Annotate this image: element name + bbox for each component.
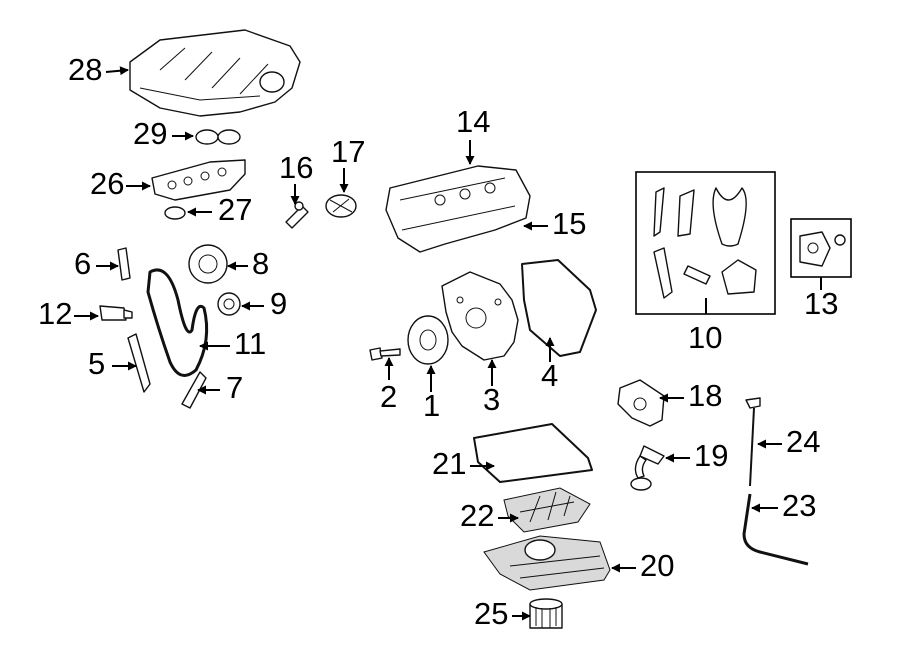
intake-manifold-part[interactable] bbox=[129, 29, 301, 117]
callout-23: 23 bbox=[782, 488, 816, 523]
callout-8: 8 bbox=[252, 246, 269, 281]
oil-pickup-tube-part[interactable] bbox=[630, 445, 665, 491]
callout-25: 25 bbox=[474, 596, 508, 631]
chain-guide-lower-part[interactable] bbox=[127, 333, 151, 393]
callout-5: 5 bbox=[88, 346, 105, 381]
idler-pulley-part[interactable] bbox=[217, 292, 241, 316]
callout-27: 27 bbox=[218, 192, 252, 227]
valve-cover-part[interactable] bbox=[385, 165, 531, 253]
oil-pan-gasket-part[interactable] bbox=[473, 423, 593, 483]
callout-22: 22 bbox=[460, 498, 494, 533]
leader-lines bbox=[74, 66, 822, 621]
callout-20: 20 bbox=[640, 548, 674, 583]
timing-cover-gasket-part[interactable] bbox=[521, 259, 597, 357]
oil-baffle-part[interactable] bbox=[503, 487, 591, 533]
tensioner-arm-part[interactable] bbox=[181, 371, 207, 409]
callout-26: 26 bbox=[90, 166, 124, 201]
callout-13: 13 bbox=[804, 286, 838, 321]
callout-7: 7 bbox=[226, 370, 243, 405]
callout-2: 2 bbox=[380, 379, 397, 414]
callout-6: 6 bbox=[74, 246, 91, 281]
chain-guide-upper-part[interactable] bbox=[117, 247, 131, 281]
chain-tensioner-part[interactable] bbox=[99, 305, 133, 321]
timing-chain-part[interactable] bbox=[146, 268, 209, 377]
callout-9: 9 bbox=[270, 286, 287, 321]
callout-10: 10 bbox=[688, 320, 722, 355]
callout-16: 16 bbox=[279, 150, 313, 185]
timing-cover-part[interactable] bbox=[441, 271, 519, 361]
callout-3: 3 bbox=[483, 382, 500, 417]
callout-11: 11 bbox=[234, 326, 266, 361]
dipstick-part[interactable] bbox=[745, 397, 761, 487]
oil-pan-part[interactable] bbox=[483, 535, 611, 591]
sensor-part[interactable] bbox=[285, 201, 309, 229]
manifold-plate-part[interactable] bbox=[151, 159, 246, 201]
callout-12: 12 bbox=[38, 296, 72, 331]
oil-cap-part[interactable] bbox=[325, 194, 357, 218]
callout-17: 17 bbox=[331, 134, 365, 169]
callout-21: 21 bbox=[432, 446, 466, 481]
camshaft-sprocket-part[interactable] bbox=[188, 244, 228, 284]
gasket-kit-part[interactable] bbox=[653, 187, 757, 299]
callout-4: 4 bbox=[541, 358, 558, 393]
oil-filter-part[interactable] bbox=[529, 598, 563, 629]
callout-29: 29 bbox=[133, 116, 167, 151]
o-ring-part[interactable] bbox=[164, 206, 186, 220]
callout-1: 1 bbox=[423, 388, 440, 423]
dipstick-tube-part[interactable] bbox=[742, 493, 809, 566]
seal-kit-part[interactable] bbox=[799, 231, 846, 267]
callout-28: 28 bbox=[68, 52, 102, 87]
callout-14: 14 bbox=[456, 104, 490, 139]
manifold-gasket-part[interactable] bbox=[195, 129, 241, 145]
callout-labels: 28 29 26 27 16 17 14 15 6 8 9 12 11 5 7 … bbox=[38, 52, 838, 631]
oil-pump-part[interactable] bbox=[617, 379, 665, 427]
callout-18: 18 bbox=[688, 378, 722, 413]
callout-15: 15 bbox=[552, 206, 586, 241]
crank-bolt-part[interactable] bbox=[369, 347, 401, 361]
crankshaft-pulley-part[interactable] bbox=[407, 315, 449, 365]
callout-19: 19 bbox=[694, 438, 728, 473]
callout-24: 24 bbox=[786, 424, 820, 459]
